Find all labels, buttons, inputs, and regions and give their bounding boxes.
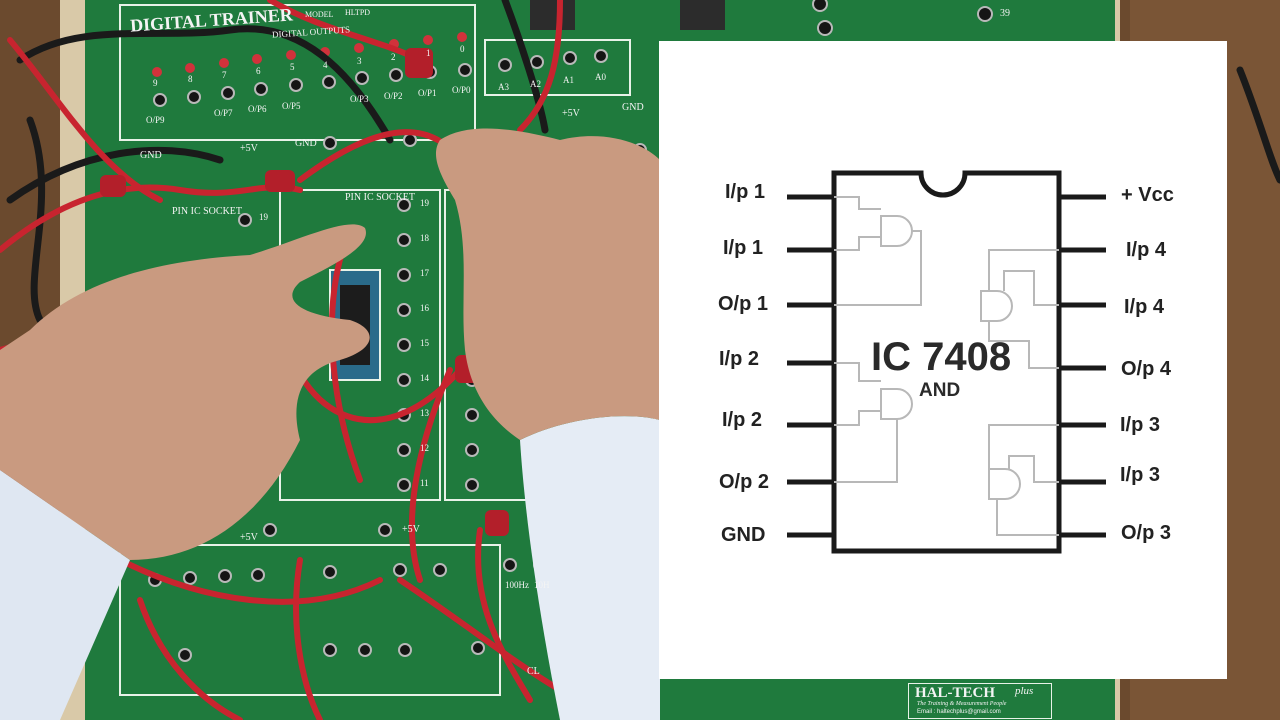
output-label: O/P7 <box>214 108 233 118</box>
left-pin-leads <box>787 194 834 538</box>
output-label: O/P5 <box>282 101 301 111</box>
output-label: O/P0 <box>452 85 471 95</box>
socket-pin-number: 19 <box>259 212 268 222</box>
seven-segment-display <box>530 0 575 30</box>
brand-plate: HAL-TECH plus The Training & Measurement… <box>908 683 1052 719</box>
output-label: O/P2 <box>384 91 403 101</box>
chip-name: IC 7408 <box>871 335 1012 379</box>
seven-segment-display <box>680 0 725 30</box>
pin-label-left: I/p 1 <box>723 237 764 259</box>
ic-7408-pinout-diagram: IC 7408 AND I/p 1 I/p 1 O/p 1 I/p 2 I/p … <box>659 41 1227 679</box>
output-label: O/P1 <box>418 88 437 98</box>
gnd-label: GND <box>622 102 644 113</box>
gnd-label: GND <box>295 138 317 149</box>
pin-label-right: I/p 4 <box>1126 239 1167 261</box>
outputs-section <box>119 4 476 141</box>
socket-pin-number: 19 <box>420 198 429 208</box>
ic-pinout-svg <box>787 170 1106 554</box>
output-number: 8 <box>188 74 193 84</box>
ic-socket-label: PIN IC SOCKET <box>345 192 416 203</box>
socket-pin-number: 12 <box>420 443 429 453</box>
output-number: 0 <box>460 44 465 54</box>
gnd-label: GND <box>140 150 162 161</box>
chip-body <box>831 170 1062 554</box>
pin-label-left: I/p 2 <box>719 348 760 370</box>
output-number: 9 <box>153 78 158 88</box>
output-number: 1 <box>426 48 431 58</box>
ic-socket-label: PIN IC SOCKET <box>172 206 243 217</box>
trainer-model-number: HLTPD <box>345 8 371 17</box>
output-number: 5 <box>290 62 295 72</box>
socket-pin-number: 13 <box>420 408 429 418</box>
pin-label-right: I/p 3 <box>1120 464 1161 486</box>
socket-pin-number: 11 <box>420 478 429 488</box>
clock-label: 10H <box>534 580 550 590</box>
pin-label-right: O/p 3 <box>1121 522 1172 544</box>
input-label: A0 <box>595 72 606 82</box>
left-sleeve <box>0 470 130 720</box>
input-label: A2 <box>530 79 541 89</box>
brand-tagline: The Training & Measurement People <box>917 701 1007 707</box>
output-label: O/P6 <box>248 104 267 114</box>
vcc-label: +5V <box>240 532 258 543</box>
socket-pin-number: 17 <box>420 268 429 278</box>
output-label: O/P3 <box>350 94 369 104</box>
clock-label: 100Hz <box>505 580 529 590</box>
black-wires <box>6 0 1280 324</box>
brand-email: Email : haltechplus@gmail.com <box>917 709 1001 715</box>
pin-label-right: I/p 4 <box>1124 296 1165 318</box>
trainer-model: MODEL <box>305 10 334 19</box>
socket-pin-number: 14 <box>420 373 429 383</box>
clock-heading: CL <box>527 666 540 677</box>
output-label: O/P9 <box>146 115 165 125</box>
input-label: A1 <box>563 75 574 85</box>
vcc-label: +5V <box>402 524 420 535</box>
corner-number: 39 <box>1000 8 1010 19</box>
output-number: 2 <box>391 52 396 62</box>
vcc-label: +5V <box>240 143 258 154</box>
pin-label-left: I/p 1 <box>725 181 766 203</box>
pin-label-left: O/p 1 <box>718 293 769 315</box>
pin-label-right: I/p 3 <box>1120 414 1161 436</box>
and-gates <box>834 196 1059 536</box>
pin-label-left: O/p 2 <box>719 471 770 493</box>
right-hand <box>435 128 660 440</box>
socket-pin-number: 15 <box>420 338 429 348</box>
pin-label-right: O/p 4 <box>1121 358 1172 380</box>
pin-label-left: I/p 2 <box>722 409 763 431</box>
output-number: 7 <box>222 70 227 80</box>
output-number: 6 <box>256 66 261 76</box>
input-label: A3 <box>498 82 509 92</box>
socket-pin-number: 16 <box>420 303 429 313</box>
output-number: 3 <box>357 56 362 66</box>
led-row <box>152 32 467 77</box>
socket-pin-number: 18 <box>420 233 429 243</box>
pin-label-right: + Vcc <box>1121 184 1174 206</box>
right-pin-leads <box>1059 194 1106 538</box>
left-hand <box>0 224 370 560</box>
right-sleeve <box>520 416 660 720</box>
vcc-label: +5V <box>562 108 580 119</box>
brand-suffix: plus <box>1015 685 1034 697</box>
output-number: 4 <box>323 60 328 70</box>
pin-label-left: GND <box>721 524 766 546</box>
chip-function: AND <box>919 380 961 401</box>
brand-name: HAL-TECH <box>915 685 996 701</box>
